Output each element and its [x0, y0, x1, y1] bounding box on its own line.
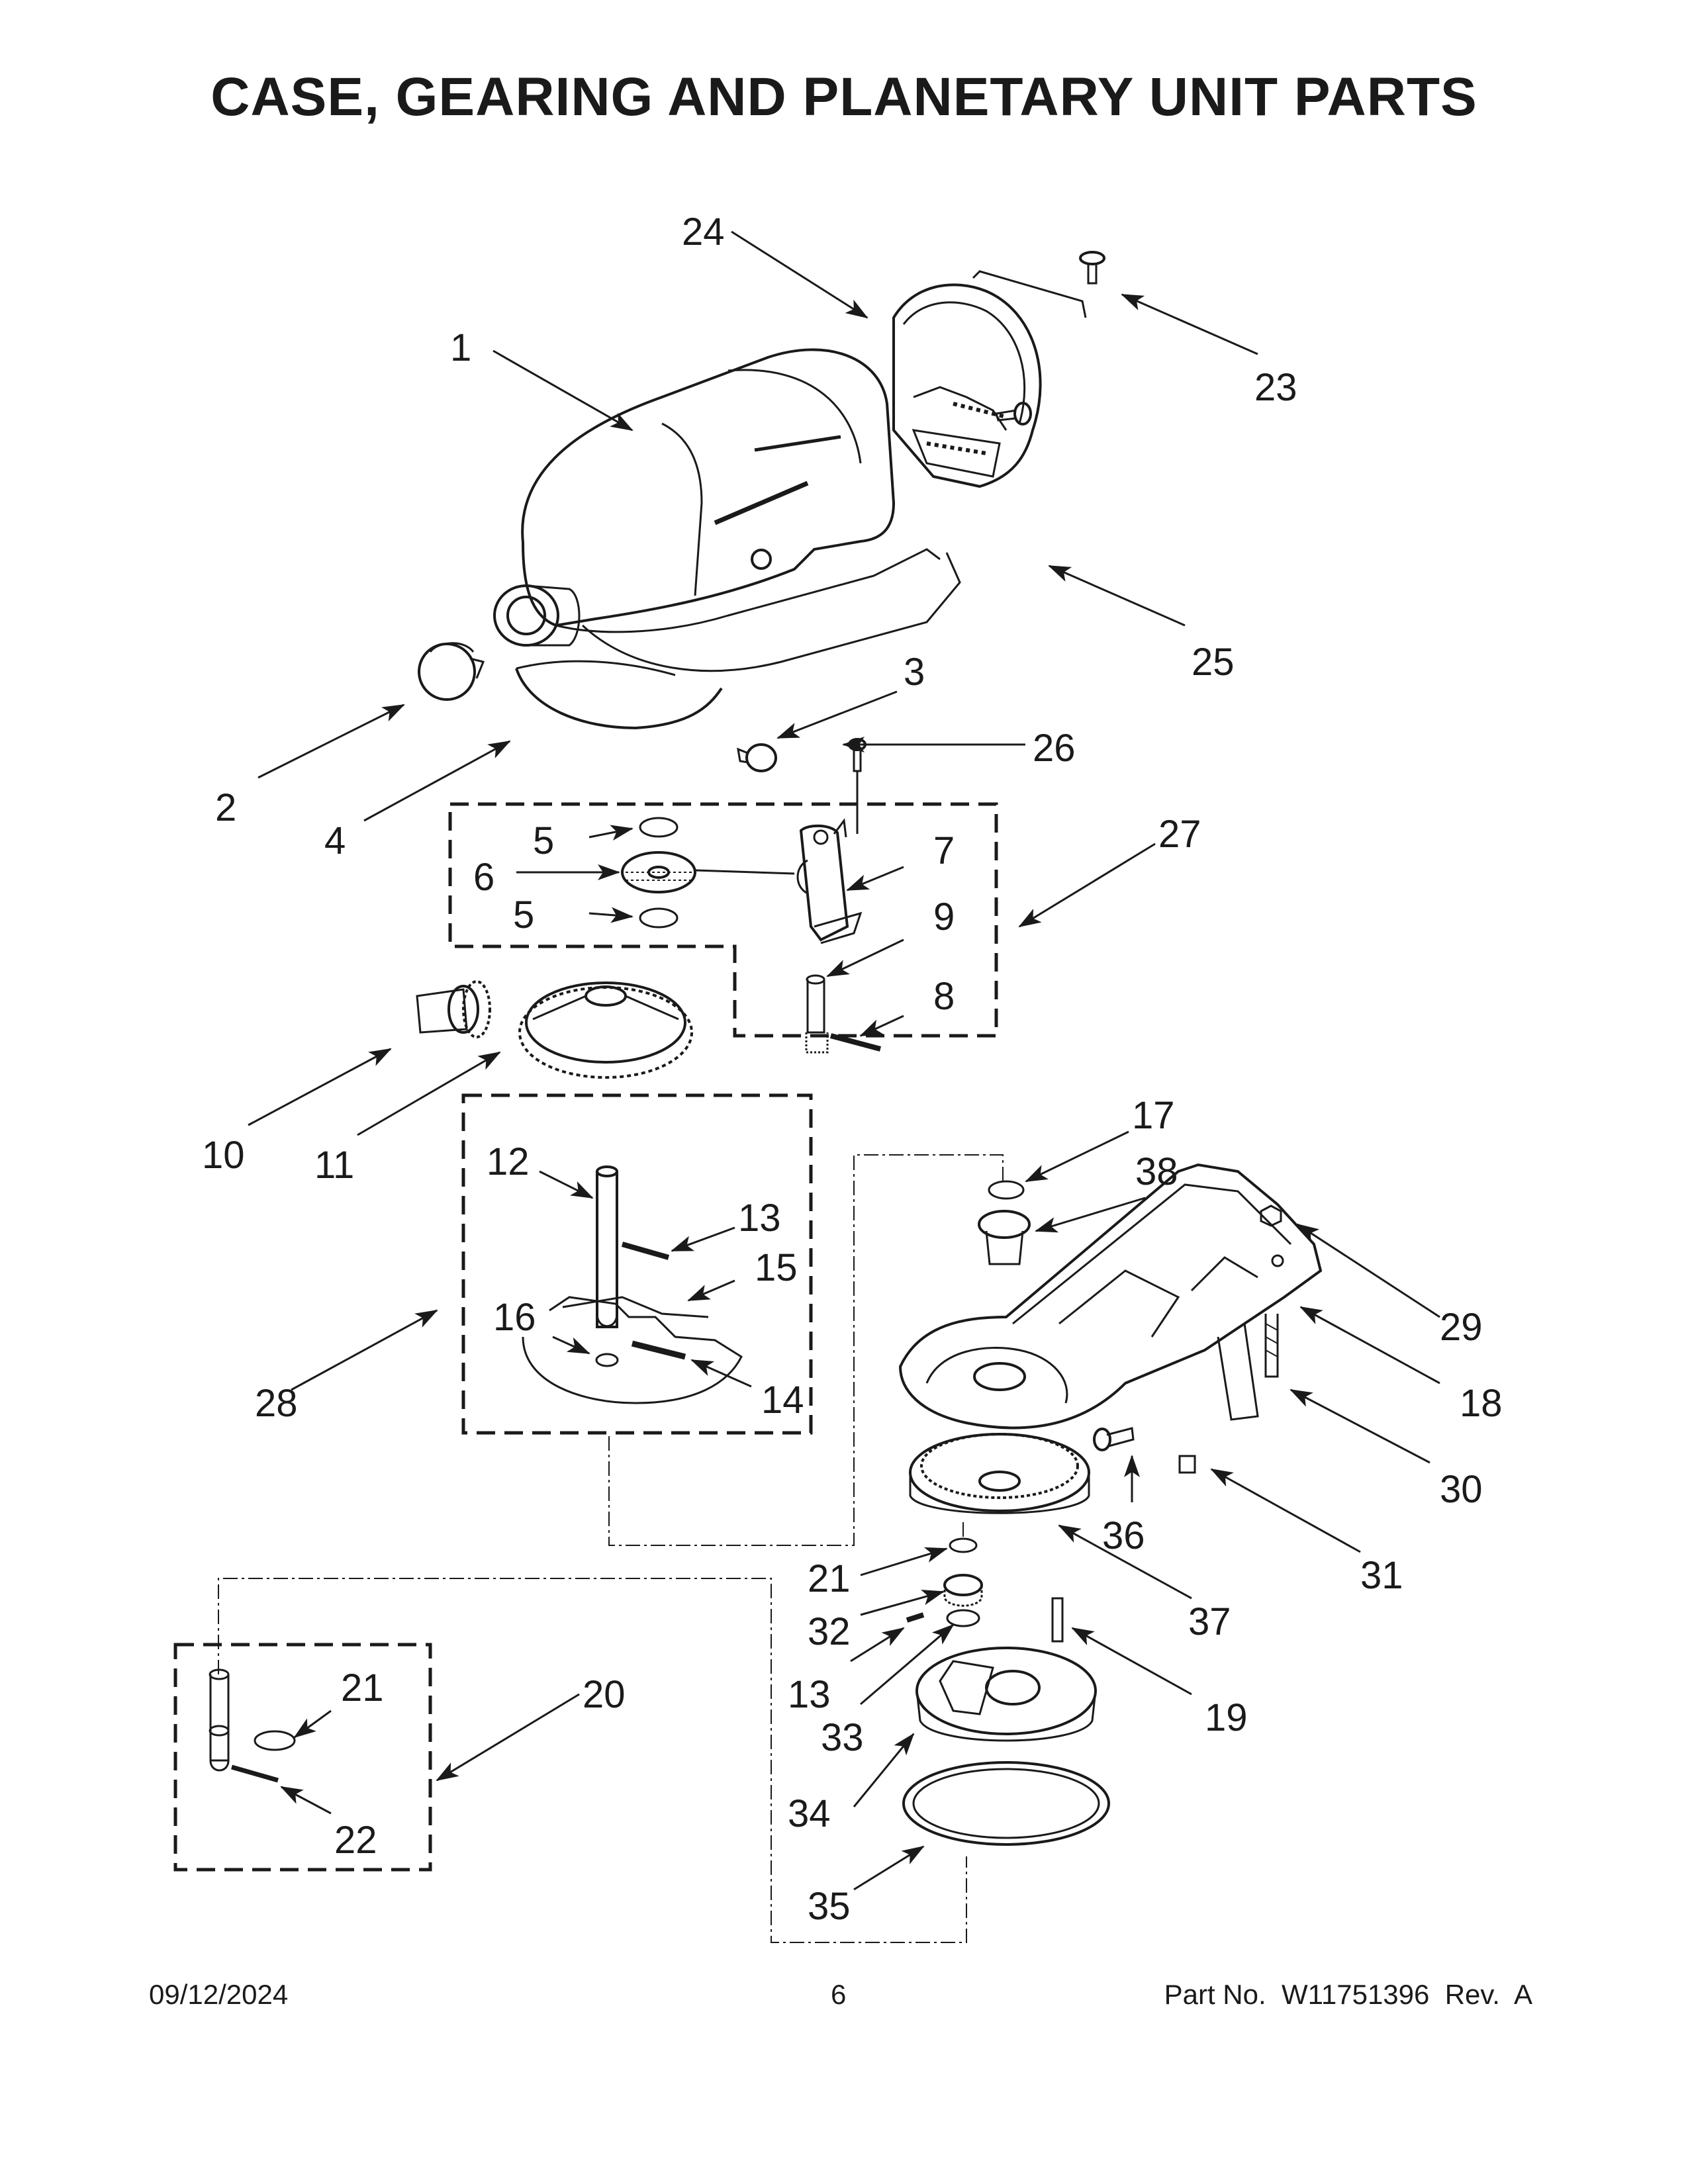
footer-page-number: 6	[831, 1979, 847, 2010]
group-27-box	[448, 802, 998, 1038]
callout-10: 10	[202, 1134, 245, 1177]
callout-8: 8	[933, 975, 955, 1018]
gasket-15-part	[522, 1296, 743, 1404]
callout-25: 25	[1192, 641, 1235, 684]
pin-22-part	[231, 1764, 279, 1783]
group-20-box	[173, 1643, 432, 1872]
planetary-housing-34-part	[915, 1647, 1097, 1742]
callout-7: 7	[933, 829, 955, 872]
worm-gear-6-part	[621, 851, 696, 893]
callout-18: 18	[1460, 1382, 1503, 1425]
pinion-10-part	[416, 980, 491, 1038]
callout-24: 24	[682, 210, 725, 253]
shaft-12-part	[596, 1165, 618, 1328]
shaft-20-part	[209, 1668, 230, 1772]
gear-case-18-part	[898, 1163, 1323, 1430]
callout-19: 19	[1205, 1696, 1248, 1739]
retaining-ring-21-left-part	[254, 1730, 296, 1751]
seal-ring-35-part	[902, 1761, 1110, 1846]
screw-26-part	[848, 738, 867, 834]
bolt-30-part	[1264, 1314, 1279, 1378]
gear-bracket-7-part	[796, 818, 863, 944]
case-housing-part	[493, 348, 961, 730]
callout-21-right: 21	[808, 1557, 851, 1600]
callout-11: 11	[314, 1144, 354, 1187]
page-title: CASE, GEARING AND PLANETARY UNIT PARTS	[211, 67, 1477, 127]
callout-29: 29	[1440, 1306, 1483, 1349]
leader-arrows	[248, 230, 1440, 1891]
bushing-38-part	[978, 1210, 1031, 1265]
callout-14: 14	[761, 1379, 804, 1422]
callout-22: 22	[334, 1819, 377, 1862]
callout-9: 9	[933, 895, 955, 938]
callout-labels: 1 2 3 4 5 5 6 7 8 9 10 11 12 13 13 14 15…	[202, 210, 1503, 1928]
callout-34: 34	[788, 1792, 831, 1835]
screw-36-part	[1093, 1427, 1135, 1451]
pin-8-part	[829, 1033, 882, 1052]
pin-13-lower-part	[906, 1612, 925, 1623]
callout-2: 2	[215, 786, 236, 829]
callout-6: 6	[473, 856, 494, 899]
callout-21-left: 21	[341, 1666, 384, 1709]
callout-5-lower: 5	[513, 893, 534, 936]
callout-16: 16	[493, 1296, 536, 1339]
callout-37: 37	[1188, 1600, 1231, 1643]
callout-15: 15	[755, 1246, 798, 1289]
callout-32: 32	[808, 1610, 851, 1653]
nut-29-part	[1260, 1205, 1282, 1227]
set-screw-31-part	[1178, 1455, 1196, 1474]
callout-31: 31	[1360, 1554, 1403, 1597]
screw-19-part	[1051, 1597, 1064, 1643]
callout-12: 12	[487, 1140, 530, 1183]
callout-28: 28	[255, 1382, 298, 1425]
pin-14-part	[631, 1340, 686, 1360]
callout-38: 38	[1135, 1150, 1178, 1193]
washer-5-lower	[639, 907, 679, 929]
connector-lines	[218, 1154, 1004, 1943]
callout-20: 20	[583, 1673, 626, 1716]
callout-13-lower: 13	[788, 1673, 831, 1716]
callout-33: 33	[821, 1716, 864, 1759]
callout-13-upper: 13	[738, 1197, 781, 1240]
callout-5-upper: 5	[533, 819, 554, 862]
worm-shaft-9-part	[805, 974, 829, 1054]
washer-17-part	[988, 1180, 1025, 1200]
callout-3: 3	[904, 651, 925, 694]
washer-5-upper	[639, 817, 679, 838]
large-gear-11-part	[518, 981, 693, 1079]
rear-trim-band-part	[892, 270, 1087, 488]
callout-35: 35	[808, 1885, 851, 1928]
footer-date: 09/12/2024	[149, 1979, 289, 2010]
callout-1: 1	[450, 326, 471, 369]
screw-23-part	[1079, 251, 1105, 285]
callout-23: 23	[1254, 366, 1297, 409]
callout-30: 30	[1440, 1468, 1483, 1511]
retaining-ring-21-part	[949, 1537, 978, 1553]
callout-4: 4	[324, 819, 346, 862]
callout-36: 36	[1102, 1514, 1145, 1557]
ring-gear-37-part	[909, 1433, 1090, 1514]
washer-33-part	[946, 1609, 980, 1627]
planet-gear-32-part	[943, 1574, 983, 1607]
callout-17: 17	[1132, 1094, 1175, 1137]
group-28-box	[461, 1093, 813, 1435]
callout-26: 26	[1033, 727, 1076, 770]
pin-13-upper-part	[621, 1242, 670, 1260]
footer-part-number: Part No. W11751396 Rev. A	[1164, 1979, 1532, 2010]
attachment-knob-part	[418, 642, 485, 701]
screw-25-part	[995, 402, 1032, 426]
callout-27: 27	[1158, 813, 1201, 856]
small-knob-part	[737, 743, 777, 772]
